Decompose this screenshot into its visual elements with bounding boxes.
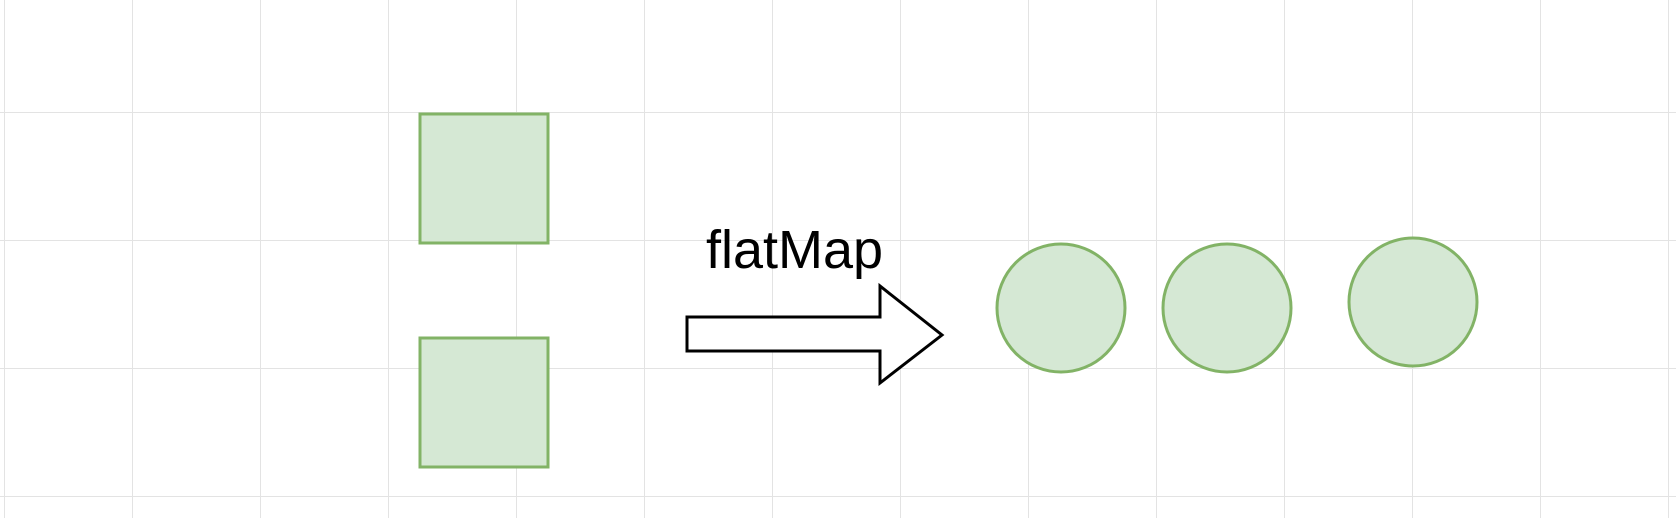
input-square-2[interactable] [418,336,550,469]
output-circle-3[interactable] [1347,236,1479,368]
input-square-1[interactable] [418,112,550,245]
output-circle-2[interactable] [1161,242,1293,374]
flatmap-label: flatMap [706,220,883,280]
output-circle-1[interactable] [995,242,1127,374]
flatmap-arrow[interactable] [685,282,945,387]
